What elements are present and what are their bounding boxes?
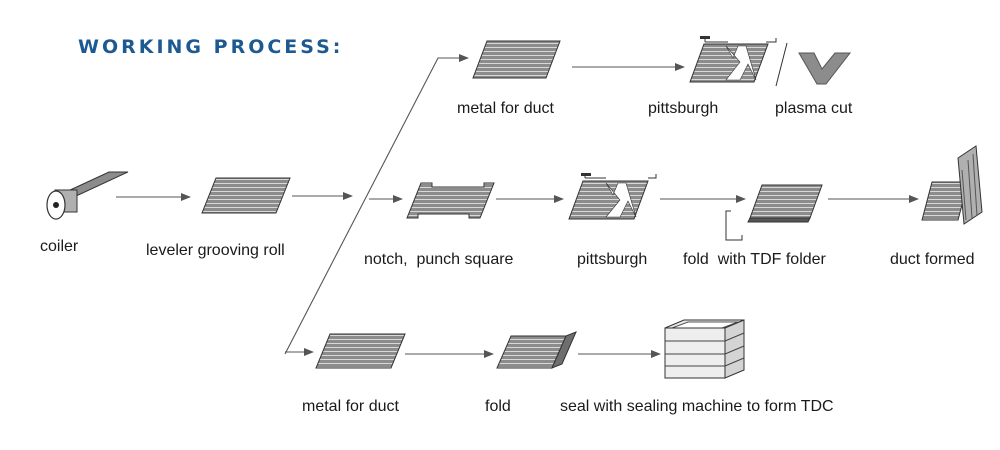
label-top-metal: metal for duct (457, 100, 554, 117)
top-cut-divider (775, 42, 788, 87)
label-mid-duct: duct formed (890, 251, 975, 268)
working-process-title: WORKING PROCESS: (78, 36, 344, 58)
label-bot-seal: seal with sealing machine to form TDC (560, 398, 834, 415)
tdc-duct-box-icon (664, 319, 745, 379)
plasma-cut-v-icon (798, 52, 852, 85)
label-mid-fold: fold with TDF folder (683, 251, 826, 268)
notched-sheet-icon (406, 182, 495, 219)
duct-formed-icon (921, 145, 983, 225)
top-metal-sheet-icon (472, 40, 561, 79)
coiler-icon (46, 171, 129, 220)
label-bot-metal: metal for duct (302, 398, 399, 415)
label-coiler: coiler (40, 238, 79, 255)
label-top-pittsburgh: pittsburgh (648, 100, 719, 117)
top-pittsburgh-icon (689, 36, 777, 83)
grooved-sheet-icon (201, 177, 291, 214)
label-bot-fold: fold (485, 398, 511, 415)
label-top-plasma: plasma cut (775, 100, 853, 117)
label-mid-pittsburgh: pittsburgh (577, 251, 648, 268)
bot-metal-sheet-icon (315, 333, 406, 369)
bot-fold-icon (496, 331, 577, 369)
label-mid-notch: notch, punch square (364, 251, 514, 268)
label-leveler: leveler grooving roll (146, 242, 285, 259)
tdf-fold-icon (725, 184, 823, 241)
arrow-branch-top (284, 54, 469, 355)
mid-pittsburgh-icon (568, 173, 657, 220)
